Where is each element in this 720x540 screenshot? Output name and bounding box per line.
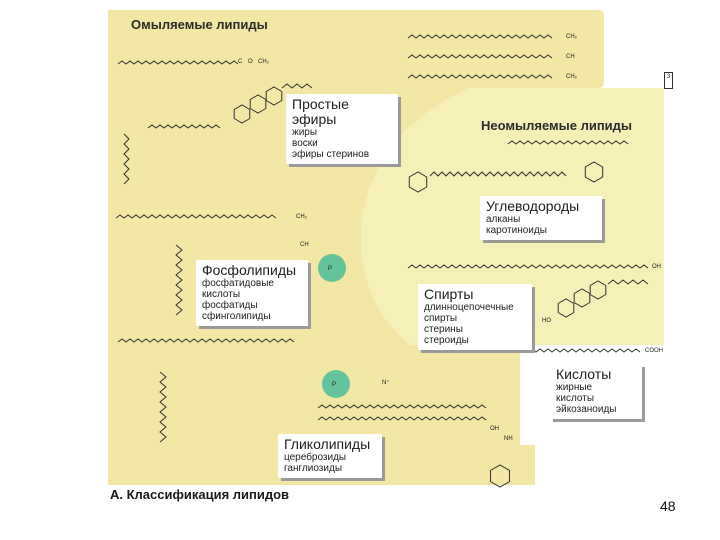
phospholipids-item: сфинголипиды (202, 311, 271, 322)
hydrocarbons-title: Углеводороды (486, 198, 580, 214)
glycolipids-item: цереброзиды (284, 452, 347, 463)
steroid-side-chain (281, 83, 313, 89)
phospholipids-box: Фосфолипиды фосфатидовые кислоты фосфати… (196, 260, 308, 326)
glycolipid-chain-2 (317, 416, 487, 421)
acids-item: жирные (556, 382, 593, 393)
glycolipids-item: ганглиозиды (284, 463, 343, 474)
ester-oxygen-label: O (248, 59, 253, 65)
glycerol-ch-label: CH (566, 54, 575, 60)
saponifiable-region (108, 10, 604, 485)
glycerol-ch2-label: CH₂ (566, 74, 578, 80)
nonsaponifiable-label: Неомыляемые липиды (481, 118, 633, 133)
glycolipids-box: Гликолипиды цереброзиды ганглиозиды (278, 434, 382, 478)
phospholipid-ch2-label: CH₂ (296, 214, 308, 220)
triglyceride-chain-1 (407, 34, 553, 39)
acids-item: кислоты (556, 393, 595, 404)
carotene-polyene-chain (429, 171, 567, 177)
sterol-ring-c (589, 280, 607, 300)
alcohols-item: спирты (424, 313, 458, 324)
sterol-side-chain (607, 279, 649, 285)
glycerol-ch2-label: CH₂ (566, 34, 578, 40)
carotene-ring-left (408, 171, 428, 193)
phospholipids-item: кислоты (202, 289, 241, 300)
simple-esters-item: жиры (292, 127, 318, 138)
figure-caption: А. Классификация липидов (110, 487, 290, 502)
amide-label: NH (504, 436, 513, 442)
phospholipids-item: фосфатидовые (202, 278, 274, 289)
long-chain-alcohol (407, 264, 649, 269)
choline-nitrogen-label: N⁺ (382, 379, 390, 386)
phospholipid-ch-label: CH (300, 242, 309, 248)
fatty-acid-chain (519, 348, 641, 353)
alcohols-box: Спирты длинноцепочечные спирты стерины с… (418, 284, 532, 350)
methylene-label: CH₂ (258, 59, 270, 65)
phosphorus-label: P (332, 382, 336, 388)
sterol-ester-chain (147, 124, 221, 129)
sugar-ring (490, 464, 510, 488)
simple-esters-item: воски (292, 138, 318, 149)
steroid-ring-c (265, 86, 283, 106)
sterol-ho-label: HO (542, 318, 551, 324)
triglyceride-chain-3 (407, 74, 553, 79)
saponifiable-label: Омыляемые липиды (131, 17, 268, 32)
phospholipids-title: Фосфолипиды (202, 262, 297, 278)
alcohols-item: длинноцепочечные (424, 302, 514, 313)
hydrocarbons-box: Углеводороды алканы каротиноиды (480, 196, 602, 240)
sphingolipid-chain-2 (159, 371, 167, 443)
hydrocarbons-item: каротиноиды (486, 225, 547, 236)
alcohols-item: стероиды (424, 335, 469, 346)
alcohols-item: стерины (424, 324, 463, 335)
phospholipid-chain-2 (175, 244, 183, 316)
hydrocarbons-item: алканы (486, 214, 521, 225)
alcohols-title: Спирты (424, 286, 474, 302)
polyunsaturated-chain (123, 133, 130, 185)
acids-box: Кислоты жирные кислоты эйкозаноиды (550, 364, 642, 419)
simple-esters-item: эфиры стеринов (292, 149, 370, 160)
triglyceride-chain-2 (407, 54, 553, 59)
chemical-structures (115, 34, 649, 488)
hydroxyl-label: OH (490, 426, 499, 432)
phospholipid-chain-1 (115, 214, 277, 219)
simple-esters-box: Простые эфиры жиры воски эфиры стеринов (286, 94, 398, 164)
simple-esters-title: Простые эфиры (292, 96, 349, 127)
page-number: 48 (660, 498, 676, 514)
carotene-ring-right (584, 161, 604, 183)
acids-item: эйкозаноиды (556, 404, 617, 415)
carboxyl-label: COOH (645, 348, 663, 354)
alkane-chain (507, 140, 629, 145)
phosphate-group-1 (318, 254, 346, 282)
glycolipid-chain-1 (317, 404, 487, 409)
alcohol-oh-label: OH (652, 264, 661, 270)
phospholipids-item: фосфатиды (202, 300, 258, 311)
steroid-ring-a (233, 104, 251, 124)
acids-title: Кислоты (556, 366, 612, 382)
sphingolipid-chain-1 (117, 338, 295, 343)
sterol-ring-a (557, 298, 575, 318)
phosphate-group-2 (322, 370, 350, 398)
carbonyl-carbon-label: C (238, 59, 243, 65)
phosphorus-label: P (328, 266, 332, 272)
glycolipids-title: Гликолипиды (284, 436, 371, 452)
side-marker: 3 (664, 72, 673, 89)
wax-acid-chain (117, 60, 239, 65)
